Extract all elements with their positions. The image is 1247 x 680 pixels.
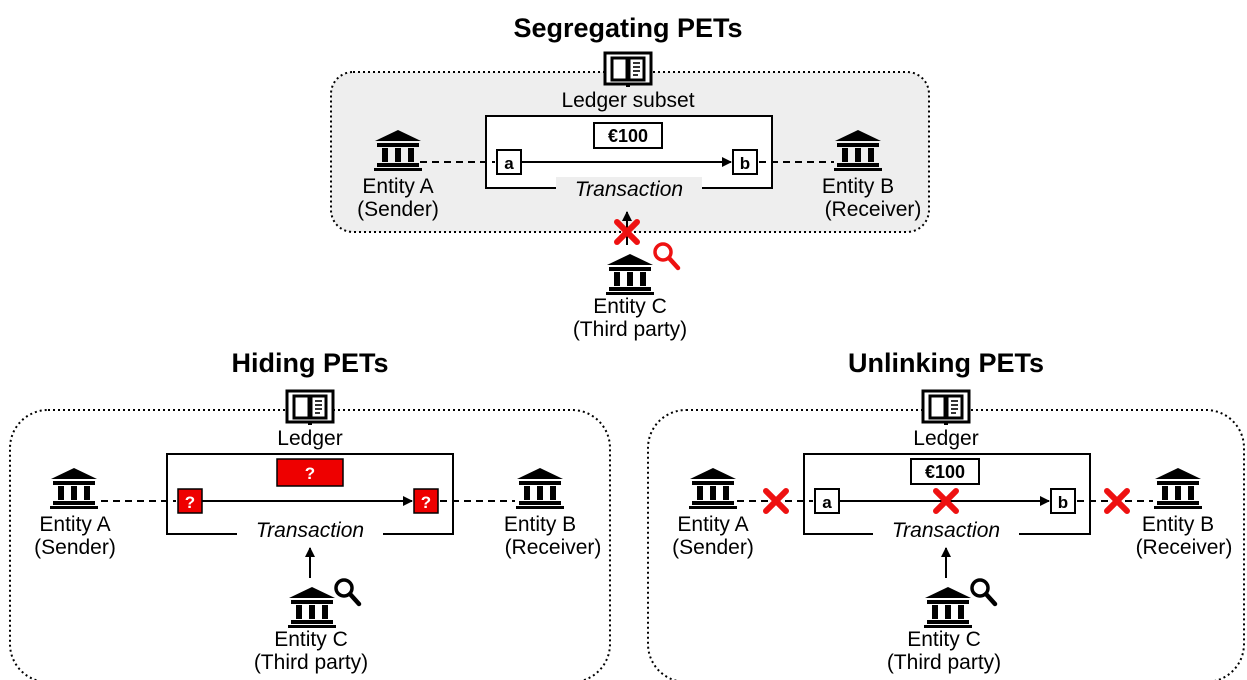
hidden-amount-label: ? xyxy=(305,464,315,483)
hidden-node-a-label: ? xyxy=(185,493,195,512)
entity-b-role: (Receiver) xyxy=(1136,536,1233,559)
segregating-panel: Segregating PETs Ledger subset €100 a b … xyxy=(330,13,930,341)
entity-c-name: Entity C xyxy=(274,628,348,651)
ledger-label: Ledger subset xyxy=(561,89,694,112)
node-b xyxy=(732,149,758,175)
ledger-label: Ledger xyxy=(913,427,978,450)
node-a-label: a xyxy=(504,154,514,173)
book-icon xyxy=(603,51,653,89)
bank-icon xyxy=(606,254,654,295)
amount-label: €100 xyxy=(608,126,648,146)
panel-title: Hiding PETs xyxy=(231,348,388,378)
transaction-label: Transaction xyxy=(256,519,364,542)
entity-c-role: (Third party) xyxy=(254,651,368,674)
node-b-label: b xyxy=(1058,493,1068,512)
node-b xyxy=(1050,488,1076,514)
entity-a-role: (Sender) xyxy=(34,536,116,559)
transaction-label-bg xyxy=(873,518,1019,542)
entity-a-name: Entity A xyxy=(39,513,110,536)
entity-b-name: Entity B xyxy=(1142,513,1214,536)
amount-box xyxy=(910,458,980,485)
amount-box xyxy=(593,122,663,149)
panel-title: Segregating PETs xyxy=(513,13,742,43)
entity-b-role: (Receiver) xyxy=(505,536,602,559)
magnifier-icon xyxy=(653,242,681,271)
panel-title: Unlinking PETs xyxy=(848,348,1044,378)
node-a-label: a xyxy=(822,493,832,512)
node-b-label: b xyxy=(740,154,750,173)
unlinking-panel: Unlinking PETs Ledger €100 a b Transacti… xyxy=(647,348,1245,680)
book-icon xyxy=(921,389,971,427)
entity-a-name: Entity A xyxy=(677,513,748,536)
entity-c-role: (Third party) xyxy=(573,318,687,341)
hidden-amount-box xyxy=(276,458,344,487)
book-icon xyxy=(285,389,335,427)
entity-b-name: Entity B xyxy=(504,513,576,536)
transaction-label-bg xyxy=(556,177,702,201)
entity-c-name: Entity C xyxy=(907,628,981,651)
hidden-node-b xyxy=(413,488,439,514)
transaction-label: Transaction xyxy=(575,178,683,201)
hiding-panel: Hiding PETs Ledger ? ? ? Transaction Ent… xyxy=(9,348,611,680)
amount-label: €100 xyxy=(925,462,965,482)
entity-c-name: Entity C xyxy=(593,295,667,318)
ledger-label: Ledger xyxy=(277,427,342,450)
hidden-node-b-label: ? xyxy=(421,493,431,512)
entity-b-name: Entity B xyxy=(822,175,894,198)
transaction-label: Transaction xyxy=(892,519,1000,542)
entity-b-role: (Receiver) xyxy=(825,198,922,221)
node-a xyxy=(496,149,522,175)
entity-a-role: (Sender) xyxy=(357,198,439,221)
magnifier-icon xyxy=(334,578,362,607)
transaction-label-bg xyxy=(237,518,383,542)
entity-a-role: (Sender) xyxy=(672,536,754,559)
entity-c-role: (Third party) xyxy=(887,651,1001,674)
magnifier-icon xyxy=(970,578,998,607)
entity-a-name: Entity A xyxy=(362,175,433,198)
